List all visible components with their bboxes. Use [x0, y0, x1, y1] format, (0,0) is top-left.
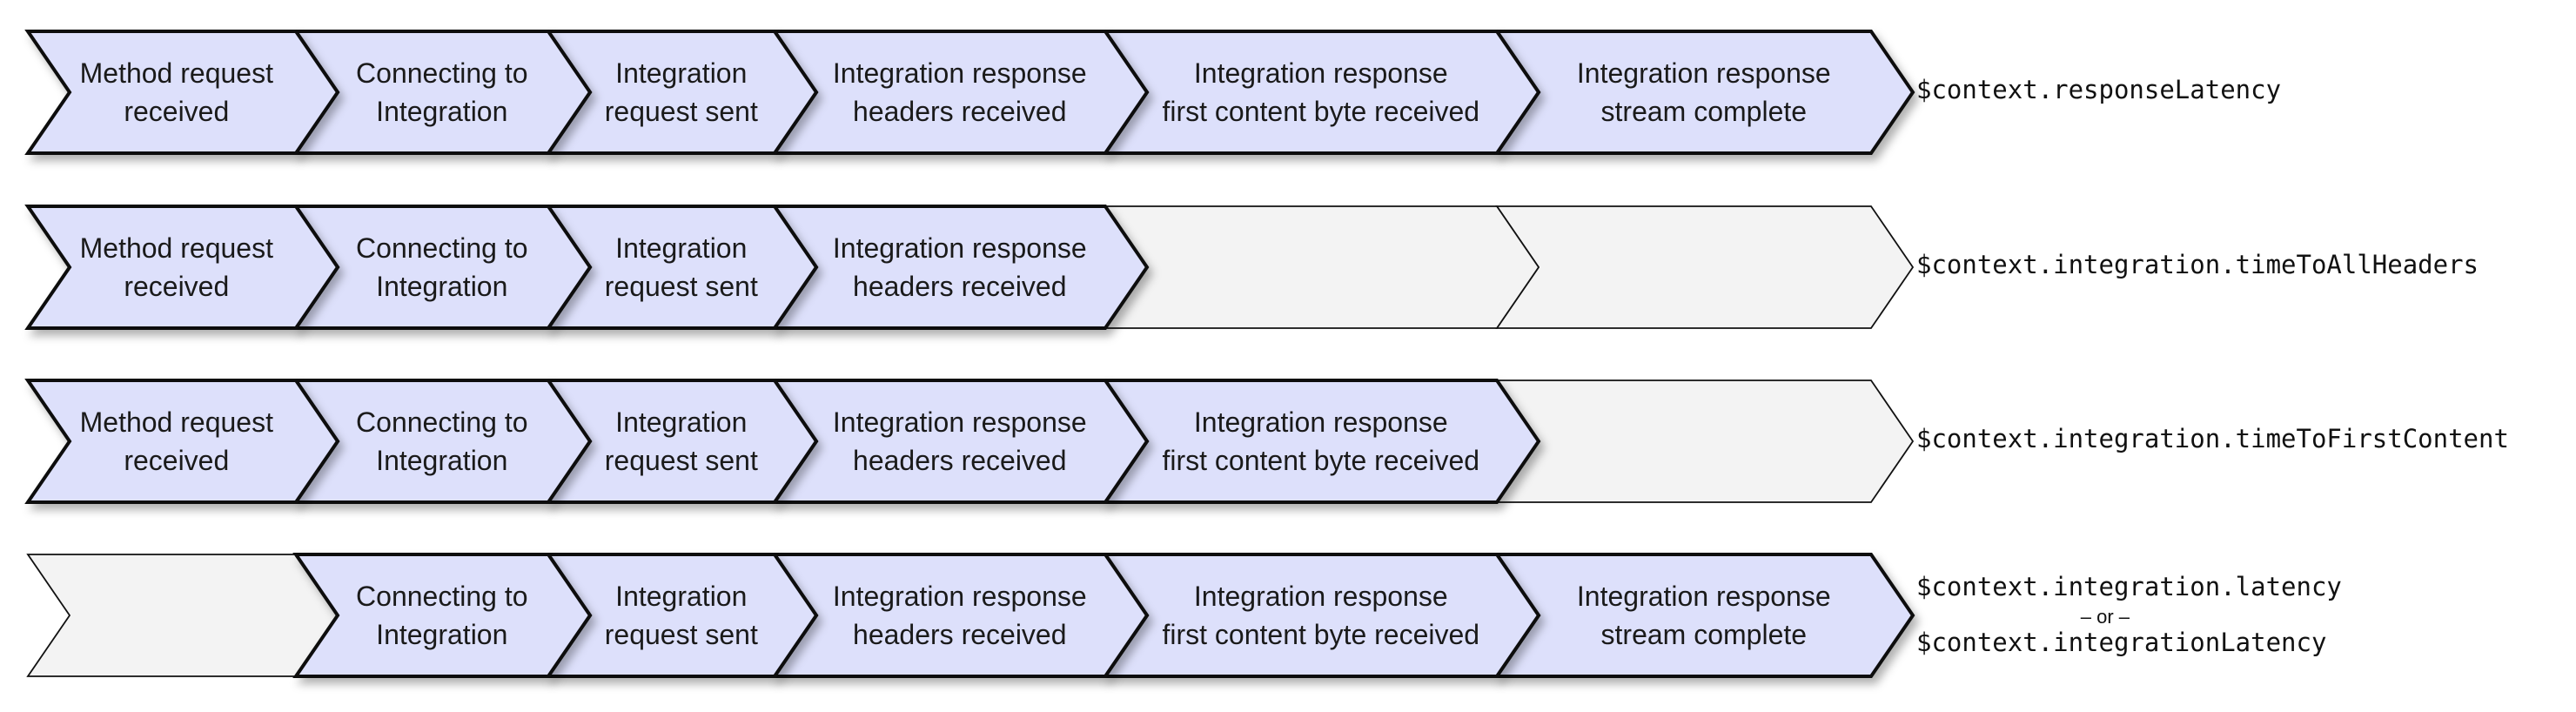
row-1-label-integration-response-headers-received: Integration response headers received: [832, 57, 1087, 127]
row-3-metric: $context.integration.timeToFirstContent: [1916, 424, 2569, 459]
row-4-label-connecting-to-integration: Connecting to Integration: [356, 581, 528, 650]
metric-name-alt: $context.integrationLatency: [1916, 628, 2327, 657]
row-3-label-connecting-to-integration: Connecting to Integration: [356, 406, 528, 476]
row-4-label-integration-response-headers-received: Integration response headers received: [832, 581, 1087, 650]
row-3-step-integration-response-stream-complete-empty: [1495, 380, 1915, 503]
row-4-label-integration-request-sent: Integration request sent: [604, 581, 758, 650]
row-3-label-integration-response-headers-received: Integration response headers received: [832, 406, 1087, 476]
row-4-step-connecting-to-integration: [292, 553, 593, 678]
row-1-label-integration-response-stream-complete: Integration response stream complete: [1576, 57, 1831, 127]
row-2-label-integration-request-sent: Integration request sent: [604, 232, 758, 302]
metric-name: $context.integration.timeToAllHeaders: [1916, 250, 2479, 279]
row-3-label-integration-response-first-content-byte-received: Integration response first content byte …: [1162, 406, 1480, 476]
row-2-step-integration-response-stream-complete-empty: [1495, 205, 1915, 329]
row-2-metric: $context.integration.timeToAllHeaders: [1916, 250, 2569, 285]
row-2-step-integration-response-first-content-byte-received-empty: [1104, 205, 1540, 329]
row-1-step-method-request-received: [24, 30, 340, 155]
row-1-label-integration-response-first-content-byte-received: Integration response first content byte …: [1162, 57, 1480, 127]
row-1-label-method-request-received: Method request received: [79, 57, 273, 127]
metric-name: $context.integration.timeToFirstContent: [1916, 424, 2509, 453]
row-1-label-connecting-to-integration: Connecting to Integration: [356, 57, 528, 127]
metric-name: $context.integration.latency: [1916, 572, 2342, 601]
row-2-label-connecting-to-integration: Connecting to Integration: [356, 232, 528, 302]
row-3-label-integration-request-sent: Integration request sent: [604, 406, 758, 476]
row-3-step-method-request-received: [24, 379, 340, 504]
row-4-label-integration-response-stream-complete: Integration response stream complete: [1576, 581, 1831, 650]
row-3-label-method-request-received: Method request received: [79, 406, 273, 476]
row-4-metric: $context.integration.latency – or –$conte…: [1916, 572, 2569, 668]
row-2-label-method-request-received: Method request received: [79, 232, 273, 302]
row-2-label-integration-response-headers-received: Integration response headers received: [832, 232, 1087, 302]
row-4-step-method-request-received-empty: [26, 554, 339, 677]
row-1-label-integration-request-sent: Integration request sent: [604, 57, 758, 127]
row-1-metric: $context.responseLatency: [1916, 75, 2569, 110]
metric-name: $context.responseLatency: [1916, 75, 2282, 104]
row-2-step-method-request-received: [24, 205, 340, 330]
metric-or-separator: – or –: [2080, 606, 2130, 628]
row-4-label-integration-response-first-content-byte-received: Integration response first content byte …: [1162, 581, 1480, 650]
